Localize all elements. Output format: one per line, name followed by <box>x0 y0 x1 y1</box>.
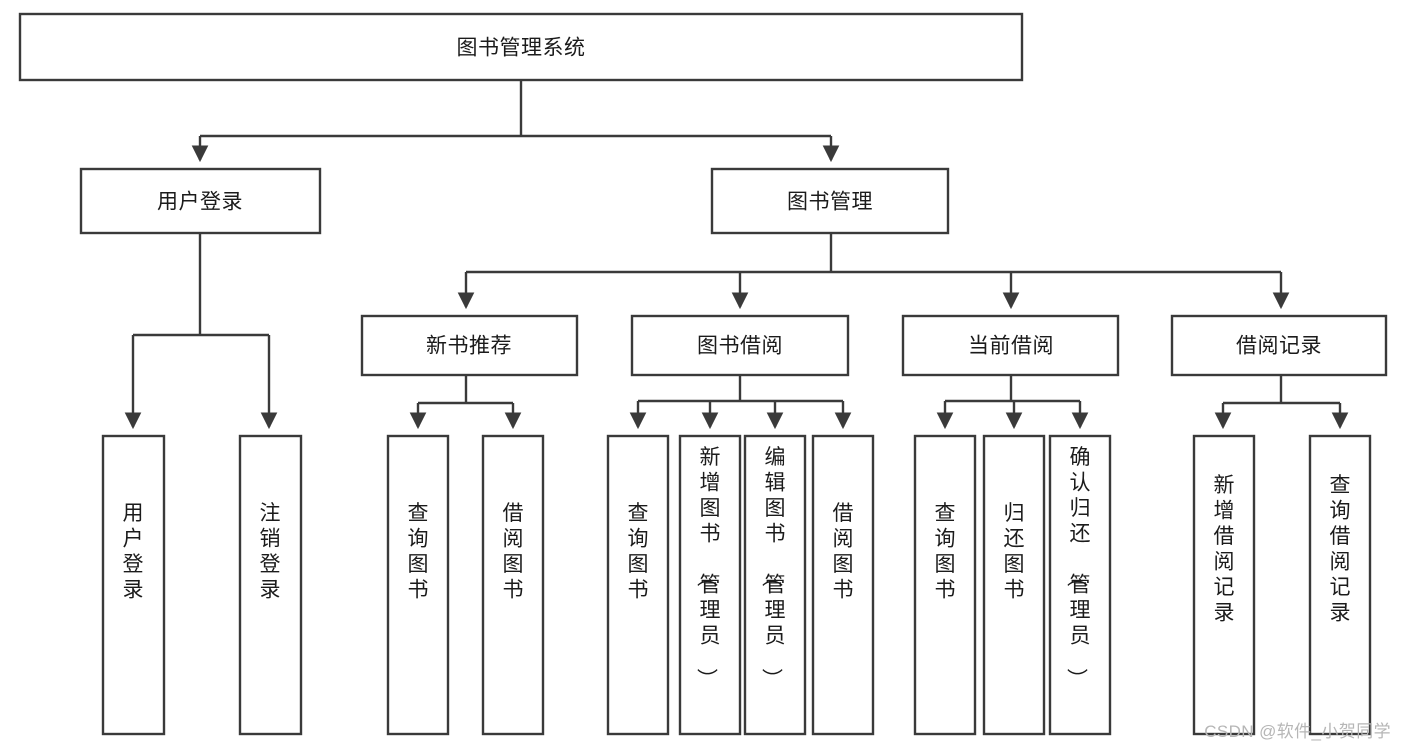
node-leaf-query-book-2-box[interactable] <box>606 434 670 736</box>
node-new-book-recommend-label: 新书推荐 <box>426 335 512 358</box>
node-leaf-user-logout-box[interactable] <box>238 434 303 736</box>
node-new-book-recommend[interactable]: 新书推荐 <box>360 314 579 377</box>
node-leaf-query-book-1-label: 查询图书 <box>408 502 429 602</box>
node-book-borrow-box[interactable] <box>630 314 850 377</box>
node-book-borrow-label: 图书借阅 <box>697 335 783 358</box>
node-borrow-record-box[interactable] <box>1170 314 1388 377</box>
node-current-borrow-label: 当前借阅 <box>968 335 1054 358</box>
node-user-login-box[interactable] <box>79 167 322 235</box>
node-user-login-label: 用户登录 <box>157 191 243 214</box>
node-root-box[interactable] <box>18 12 1024 82</box>
node-leaf-query-book-2[interactable]: 查询图书 <box>606 434 670 736</box>
node-root-label: 图书管理系统 <box>457 37 586 60</box>
node-leaf-add-book-box[interactable] <box>678 434 742 736</box>
node-leaf-add-record[interactable]: 新增借阅记录 <box>1192 434 1256 736</box>
node-leaf-edit-book[interactable]: 编辑图书（管理员） <box>743 434 807 736</box>
node-leaf-borrow-book-1[interactable]: 借阅图书 <box>481 434 545 736</box>
node-leaf-confirm-return[interactable]: 确认归还（管理员） <box>1048 434 1112 736</box>
node-leaf-query-book-3-label: 查询图书 <box>935 502 956 602</box>
node-leaf-confirm-return-label: 确认归还（管理员） <box>1065 446 1091 689</box>
node-leaf-borrow-book-1-box[interactable] <box>481 434 545 736</box>
node-root[interactable]: 图书管理系统 <box>18 12 1024 82</box>
node-leaf-query-book-3-box[interactable] <box>913 434 977 736</box>
node-leaf-add-book[interactable]: 新增图书（管理员） <box>678 434 742 736</box>
node-leaf-user-login-label: 用户登录 <box>123 502 144 602</box>
node-leaf-return-book-label: 归还图书 <box>1004 502 1025 602</box>
node-leaf-query-book-1-box[interactable] <box>386 434 450 736</box>
node-book-manage-box[interactable] <box>710 167 950 235</box>
node-leaf-borrow-book-2-box[interactable] <box>811 434 875 736</box>
node-leaf-edit-book-label: 编辑图书（管理员） <box>760 446 786 689</box>
leaf-layer: 用户登录 注销登录 查询图书 借阅图书 查询图书 新增图书（管理员） <box>101 434 1372 736</box>
node-leaf-user-logout-label: 注销登录 <box>260 502 281 602</box>
node-current-borrow-box[interactable] <box>901 314 1120 377</box>
node-borrow-record[interactable]: 借阅记录 <box>1170 314 1388 377</box>
node-leaf-add-record-box[interactable] <box>1192 434 1256 736</box>
node-leaf-return-book-box[interactable] <box>982 434 1046 736</box>
node-book-manage-label: 图书管理 <box>787 191 873 214</box>
node-leaf-query-book-3[interactable]: 查询图书 <box>913 434 977 736</box>
node-leaf-user-login-box[interactable] <box>101 434 166 736</box>
node-leaf-query-book-1[interactable]: 查询图书 <box>386 434 450 736</box>
node-leaf-user-login[interactable]: 用户登录 <box>101 434 166 736</box>
node-leaf-return-book[interactable]: 归还图书 <box>982 434 1046 736</box>
node-leaf-borrow-book-2-label: 借阅图书 <box>833 502 854 602</box>
node-leaf-add-book-label: 新增图书（管理员） <box>695 446 721 689</box>
node-borrow-record-label: 借阅记录 <box>1236 335 1322 358</box>
node-leaf-query-record-box[interactable] <box>1308 434 1372 736</box>
node-book-borrow[interactable]: 图书借阅 <box>630 314 850 377</box>
node-leaf-query-record[interactable]: 查询借阅记录 <box>1308 434 1372 736</box>
node-user-login[interactable]: 用户登录 <box>79 167 322 235</box>
node-leaf-borrow-book-1-label: 借阅图书 <box>503 502 524 602</box>
node-leaf-borrow-book-2[interactable]: 借阅图书 <box>811 434 875 736</box>
node-leaf-confirm-return-box[interactable] <box>1048 434 1112 736</box>
node-book-manage[interactable]: 图书管理 <box>710 167 950 235</box>
node-leaf-add-record-label: 新增借阅记录 <box>1214 474 1235 625</box>
node-leaf-edit-book-box[interactable] <box>743 434 807 736</box>
edge-layer <box>124 81 1349 430</box>
node-leaf-user-logout[interactable]: 注销登录 <box>238 434 303 736</box>
node-leaf-query-record-label: 查询借阅记录 <box>1330 474 1351 625</box>
node-leaf-query-book-2-label: 查询图书 <box>628 502 649 602</box>
node-current-borrow[interactable]: 当前借阅 <box>901 314 1120 377</box>
csdn-watermark: CSDN @软件_小贺同学 <box>1204 722 1391 741</box>
node-new-book-recommend-box[interactable] <box>360 314 579 377</box>
